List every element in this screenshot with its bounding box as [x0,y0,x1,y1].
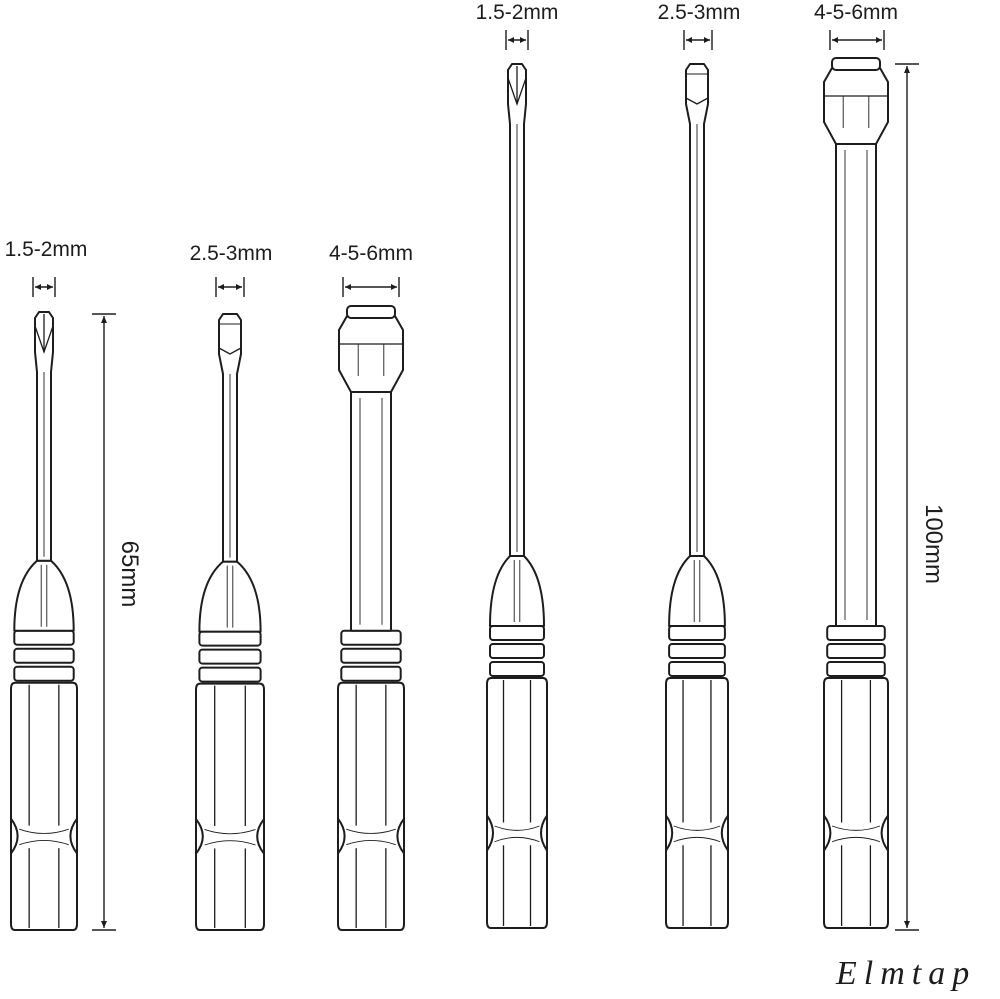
bit-6-size-label: 4-5-6mm [814,1,898,24]
shank-flare [668,555,726,627]
screwdriver-bit-4 [486,63,548,929]
shank-ring [668,643,726,659]
screwdriver-bit-3 [337,305,405,931]
long-length-marker [895,63,919,931]
shank-ring [198,648,262,665]
shank-ring [489,643,545,659]
shank-ring [826,625,886,641]
hex-shank [486,677,548,929]
bit-2-width-marker [215,277,245,297]
bit-shaft [835,143,877,627]
shank-ring [489,625,545,641]
screwdriver-bit-2 [195,313,265,931]
brand-name: Elmtap [835,955,976,992]
shank-ring [13,629,75,646]
short-length-label: 65mm [116,541,143,608]
shank-ring [13,647,75,664]
brand-logo: Elmtap [820,938,1000,999]
shank-ring [826,661,886,677]
hex-tip [685,97,709,105]
hex-tip [218,347,242,355]
bit-1-size-label: 1.5-2mm [5,238,88,261]
shank-ring [198,666,262,683]
socket-rim [831,57,881,71]
screwdriver-bit-1 [10,311,78,931]
hex-shank [337,681,405,931]
short-length-marker [92,313,116,931]
bit-3-size-label: 4-5-6mm [329,242,413,265]
bit-5-size-label: 2.5-3mm [658,1,741,24]
hex-shank [823,677,889,929]
screwdriver-bit-5 [665,63,729,929]
hex-shank [665,677,729,929]
bit-5-width-marker [683,30,713,50]
bit-2-size-label: 2.5-3mm [190,242,273,265]
long-length-label: 100mm [920,504,947,584]
shank-ring [668,661,726,677]
socket-head [338,315,404,393]
shank-flare [13,559,75,632]
bit-3-width-marker [342,277,400,297]
bit-4-width-marker [505,30,529,50]
shank-ring [340,665,402,682]
shank-ring [489,661,545,677]
shank-ring [13,665,75,682]
screwdriver-bit-6 [823,57,889,929]
shank-ring [340,647,402,664]
bit-1-width-marker [32,277,56,297]
shank-ring [668,625,726,641]
hex-shank [10,681,78,931]
shank-flare [489,555,545,627]
hex-shank [195,682,265,931]
bit-6-width-marker [829,30,885,50]
socket-head [823,67,889,145]
shank-ring [340,629,402,646]
bit-shaft [350,391,392,632]
socket-rim [346,305,396,319]
shank-ring [198,630,262,647]
shank-ring [826,643,886,659]
bit-4-size-label: 1.5-2mm [476,1,559,24]
shank-flare [198,560,262,633]
